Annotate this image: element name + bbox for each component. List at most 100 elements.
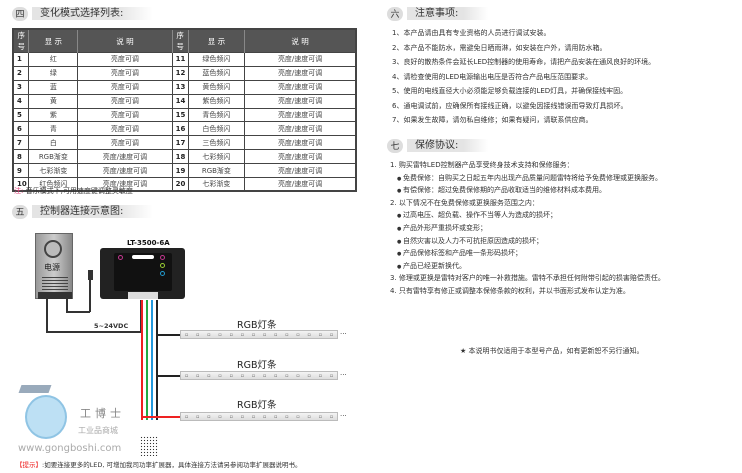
led-chip-icon: ▫ bbox=[329, 331, 334, 338]
led-chip-icon: ▫ bbox=[262, 413, 267, 420]
led-chip-icon: ▫ bbox=[196, 413, 200, 420]
precaution-item: 3、良好的散热条件会延长LED控制器的使用寿命，请把产品安装在通风良好的环境。 bbox=[392, 58, 656, 66]
precaution-item: 2、本产品不能防水，需避免日晒雨淋，如安装在户外，请用防水箱。 bbox=[392, 43, 607, 52]
table-cell: 蓝 bbox=[28, 79, 79, 95]
table-cell: 绿色频闪 bbox=[187, 52, 246, 67]
column-header: 显 示 bbox=[28, 29, 79, 53]
column-header: 序号 bbox=[13, 29, 30, 53]
table-cell: 红 bbox=[28, 52, 79, 67]
table-cell: 七彩渐变 bbox=[187, 177, 246, 192]
led-chip-icon: ▫ bbox=[296, 331, 300, 338]
led-chip-icon: ▫ bbox=[251, 372, 256, 379]
led-chip-icon: ▫ bbox=[296, 372, 300, 379]
warranty-text: 2. 以下情况不在免费保修或更换服务范围之内： bbox=[390, 198, 539, 207]
led-chip-icon: ▫ bbox=[285, 372, 289, 379]
table-cell: 亮度/速度可调 bbox=[244, 65, 357, 81]
led-chip-icon: ▫ bbox=[307, 413, 311, 420]
table-cell: 6 bbox=[12, 121, 30, 137]
table-cell: 七彩渐变 bbox=[28, 163, 79, 179]
warranty-item: 3. 修理或更换是雷特对客户的唯一补救措施。雷特不承担任何附带引起的损害赔偿责任… bbox=[390, 273, 665, 283]
table-cell: 15 bbox=[171, 107, 189, 123]
column-header: 序号 bbox=[172, 29, 189, 53]
table-cell: 10 bbox=[12, 177, 30, 192]
voltage-label: 5~24VDC bbox=[94, 322, 129, 330]
table-cell: 17 bbox=[171, 135, 189, 151]
controller-model: LT-3500-6A bbox=[127, 239, 170, 247]
dc-plug bbox=[88, 270, 93, 280]
warranty-item: ● 过高电压、超负载、操作不当等人为造成的损坏； bbox=[397, 210, 557, 220]
table-cell: 青 bbox=[28, 121, 79, 137]
table-cell: 亮度可调 bbox=[77, 65, 173, 81]
table-cell: 7 bbox=[12, 135, 30, 151]
table-cell: 2 bbox=[12, 65, 30, 81]
bullet-icon: ● bbox=[397, 175, 403, 182]
led-chip-icon: ▫ bbox=[318, 413, 322, 420]
led-chip-icon: ▫ bbox=[218, 413, 222, 420]
bullet-icon: ● bbox=[397, 188, 403, 195]
warranty-text: 有偿保修：超过免费保修期的产品收取适当的维修材料成本费用。 bbox=[402, 186, 606, 195]
warranty-item: ● 产品保修标签和产品唯一条形码损坏； bbox=[397, 248, 522, 258]
led-chip-icon: ▫ bbox=[262, 372, 267, 379]
led-chip-icon: ▫ bbox=[274, 331, 278, 338]
warranty-item: ● 产品外形严重损坏或变形； bbox=[397, 223, 487, 233]
led-chip-icon: ▫ bbox=[285, 413, 289, 420]
precaution-item: 5、使用的电线直径大小必须能足够负载连接的LED灯具，并确保接线牢固。 bbox=[392, 87, 628, 95]
table-cell: 12 bbox=[171, 65, 189, 81]
warranty-item: ● 自然灾害以及人力不可抗拒原因造成的损坏； bbox=[397, 236, 543, 246]
table-cell: 紫 bbox=[28, 107, 79, 123]
table-cell: 紫色频闪 bbox=[187, 93, 246, 109]
table-cell: 5 bbox=[12, 107, 30, 123]
led-chip-icon: ▫ bbox=[184, 372, 189, 379]
section-7-header: 七保修协议: bbox=[387, 138, 489, 153]
led-chip-icon: ▫ bbox=[296, 413, 300, 420]
warranty-text: 3. 修理或更换是雷特对客户的唯一补救措施。雷特不承担任何附带引起的损害赔偿责任… bbox=[390, 274, 665, 283]
table-cell: 三色频闪 bbox=[187, 135, 246, 151]
table-cell: 亮度/速度可调 bbox=[77, 149, 173, 165]
mascot-icon bbox=[25, 395, 67, 439]
fan-icon bbox=[44, 240, 62, 258]
table-cell: 1 bbox=[12, 52, 30, 67]
led-chip-icon: ▫ bbox=[240, 372, 244, 379]
table-cell: 蓝色频闪 bbox=[187, 65, 246, 81]
led-chip-icon: ▫ bbox=[307, 372, 311, 379]
led-chip-icon: ▫ bbox=[229, 372, 233, 379]
led-chip-icon: ▫ bbox=[229, 413, 233, 420]
tip: 【提示】:如要连接更多的LED, 可增加我司功率扩展器，具体连接方法请另参阅功率… bbox=[16, 461, 302, 469]
warranty-item: ● 有偿保修：超过免费保修期的产品收取适当的维修材料成本费用。 bbox=[397, 185, 606, 195]
led-chip-icon: ▫ bbox=[307, 331, 311, 338]
led-chip-icon: ▫ bbox=[262, 331, 267, 338]
led-chip-icon: ▫ bbox=[196, 331, 200, 338]
strip-label: RGB灯条 bbox=[237, 400, 277, 411]
bullet-icon: ● bbox=[397, 226, 403, 232]
led-chip-icon: ▫ bbox=[184, 413, 189, 420]
led-chip-icon: ▫ bbox=[218, 331, 222, 338]
table-cell: 亮度/速度可调 bbox=[77, 177, 173, 192]
table-cell: 亮度/速度可调 bbox=[244, 52, 357, 67]
table-cell: 3 bbox=[12, 79, 30, 95]
table-cell: 亮度可调 bbox=[77, 93, 173, 109]
table-cell: RGB渐变 bbox=[28, 149, 79, 165]
table-cell: 亮度可调 bbox=[77, 121, 173, 137]
section-6-header: 六注意事项: bbox=[387, 6, 489, 21]
table-cell: 亮度可调 bbox=[77, 135, 173, 151]
led-chip-icon: ▫ bbox=[318, 331, 322, 338]
more-icon: ··· bbox=[340, 412, 347, 420]
table-cell: 亮度/速度可调 bbox=[244, 107, 357, 123]
table-cell: 14 bbox=[171, 93, 189, 109]
warranty-text: 产品保修标签和产品唯一条形码损坏； bbox=[402, 249, 522, 258]
bullet-icon: ● bbox=[397, 263, 403, 270]
led-chip-icon: ▫ bbox=[240, 413, 244, 420]
led-chip-icon: ▫ bbox=[274, 413, 278, 420]
warranty-text: 过高电压、超负载、操作不当等人为造成的损坏； bbox=[402, 211, 557, 220]
led-chip-icon: ▫ bbox=[218, 372, 222, 379]
table-cell: 亮度/速度可调 bbox=[244, 79, 357, 95]
warranty-text: 产品已经更新换代。 bbox=[402, 261, 466, 270]
